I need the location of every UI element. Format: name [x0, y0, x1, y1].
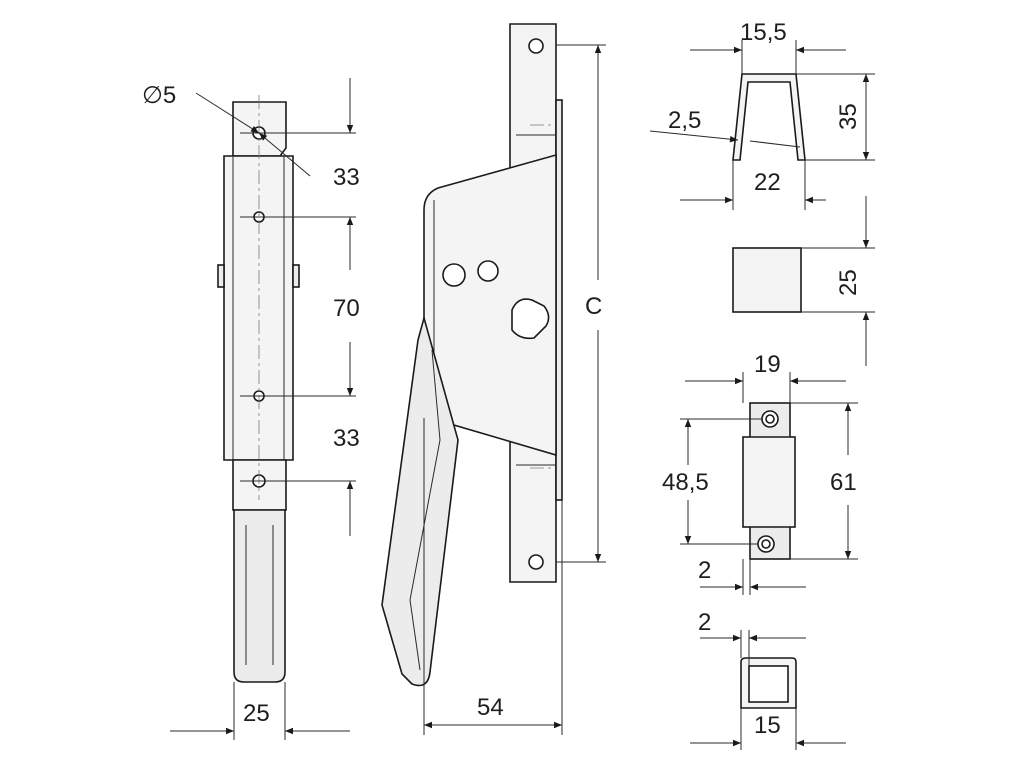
label-cap-thickness: 2: [698, 609, 711, 636]
label-middle-spacing: 70: [333, 295, 360, 322]
keeper-part: [742, 402, 796, 560]
label-channel-height: 35: [835, 103, 862, 130]
label-keeper-thickness: 2: [698, 557, 711, 584]
end-cap-dimensions: [690, 630, 846, 750]
label-channel-width-top: 15,5: [740, 19, 787, 46]
keeper-dimensions: [680, 372, 858, 595]
square-block: [732, 247, 802, 313]
label-keeper-height: 61: [830, 469, 857, 496]
end-cap-part: [740, 657, 797, 709]
label-bar-width: 25: [243, 700, 270, 727]
dimension-labels: ∅5 33 70 33 25 54 C 15,5 2,5 35 22 25 19…: [142, 19, 862, 739]
label-length-c: C: [585, 293, 602, 320]
u-channel-dimensions: [649, 40, 875, 210]
u-channel-profile: [732, 73, 806, 161]
label-square-size: 25: [835, 269, 862, 296]
diameter-leader: [195, 92, 311, 177]
label-top-spacing: 33: [333, 164, 360, 191]
label-diameter: ∅5: [142, 82, 176, 109]
label-channel-width-bottom: 22: [754, 169, 781, 196]
label-cap-width: 15: [754, 712, 781, 739]
square-dimensions: [801, 196, 875, 366]
label-keeper-width: 19: [754, 351, 781, 378]
label-keeper-hole-spacing: 48,5: [662, 469, 709, 496]
label-bottom-spacing: 33: [333, 425, 360, 452]
lock-body-dimensions: [423, 44, 606, 735]
lock-bar-front-view: [217, 101, 300, 683]
lock-body-side-view: [381, 23, 563, 687]
label-channel-thickness: 2,5: [668, 107, 701, 134]
label-handle-depth: 54: [477, 694, 504, 721]
bar-width-dimension: [170, 682, 350, 740]
